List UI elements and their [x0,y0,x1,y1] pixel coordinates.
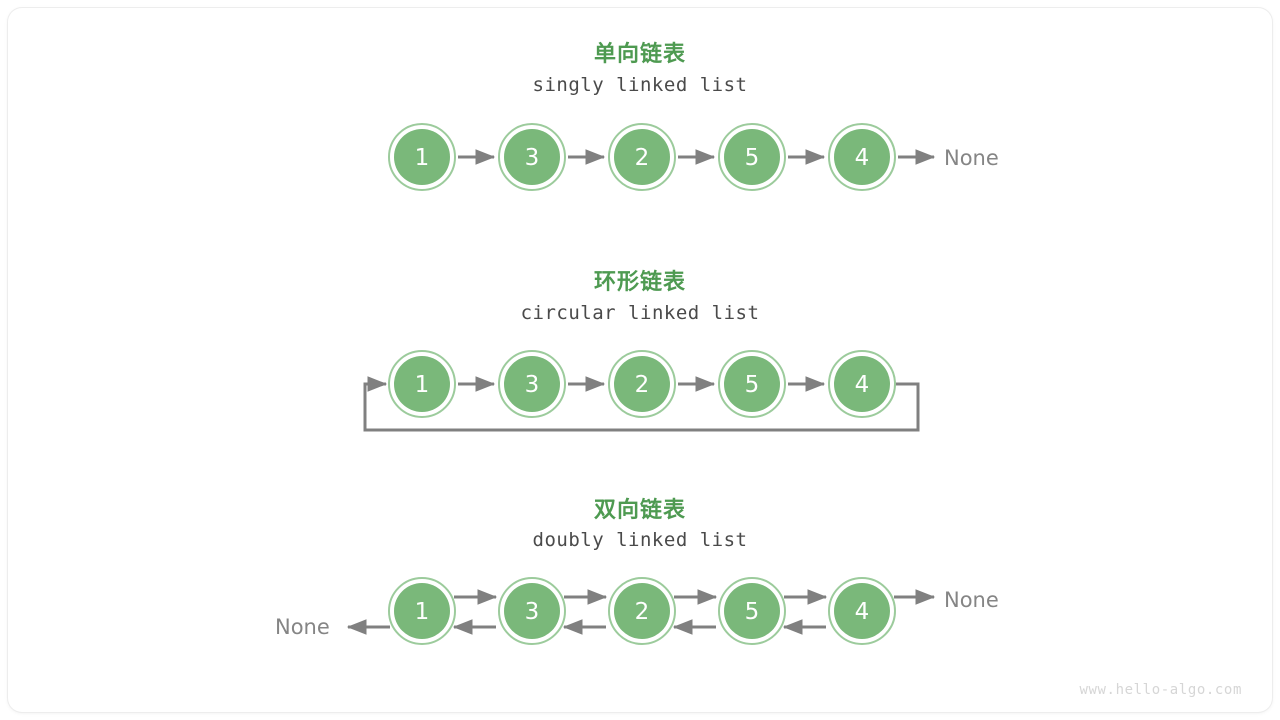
circular-loop-back-path [363,376,920,432]
circular-arrows [363,376,920,432]
doubly-node-4[interactable]: 5 [718,577,786,645]
singly-node-2[interactable]: 3 [498,123,566,191]
node-value: 2 [635,145,650,171]
doubly-section-title: 双向链表 [593,498,686,523]
node-value: 3 [525,145,540,171]
singly-tail-none-label: None [944,146,999,170]
node-value: 1 [415,599,430,625]
singly-section-subtitle: singly linked list [532,74,748,96]
doubly-node-2[interactable]: 3 [498,577,566,645]
node-value: 3 [525,372,540,398]
singly-node-5[interactable]: 4 [828,123,896,191]
doubly-node-list: 1 3 2 5 4 [388,577,896,645]
circular-section-subtitle: circular linked list [520,302,760,324]
node-value: 3 [525,599,540,625]
node-value: 2 [635,599,650,625]
singly-node-list: 1 3 2 5 4 [388,123,896,191]
node-value: 5 [745,372,760,398]
singly-section-title: 单向链表 [593,42,686,67]
doubly-tail-none-label: None [944,588,999,612]
doubly-head-none-label: None [275,615,330,639]
doubly-node-1[interactable]: 1 [388,577,456,645]
node-value: 5 [745,599,760,625]
doubly-node-5[interactable]: 4 [828,577,896,645]
circular-section-title: 环形链表 [593,270,686,295]
circular-node-2[interactable]: 3 [498,350,566,418]
watermark: www.hello-algo.com [1079,682,1242,698]
singly-node-3[interactable]: 2 [608,123,676,191]
circular-node-5[interactable]: 4 [828,350,896,418]
node-value: 5 [745,145,760,171]
node-value: 4 [855,145,870,171]
node-value: 1 [415,145,430,171]
doubly-section-subtitle: doubly linked list [532,529,748,551]
node-value: 2 [635,372,650,398]
circular-node-3[interactable]: 2 [608,350,676,418]
singly-node-4[interactable]: 5 [718,123,786,191]
node-value: 1 [415,372,430,398]
doubly-node-3[interactable]: 2 [608,577,676,645]
node-value: 4 [855,599,870,625]
singly-node-1[interactable]: 1 [388,123,456,191]
node-value: 4 [855,372,870,398]
circular-node-4[interactable]: 5 [718,350,786,418]
circular-node-list: 1 3 2 5 4 [388,350,896,418]
circular-node-1[interactable]: 1 [388,350,456,418]
